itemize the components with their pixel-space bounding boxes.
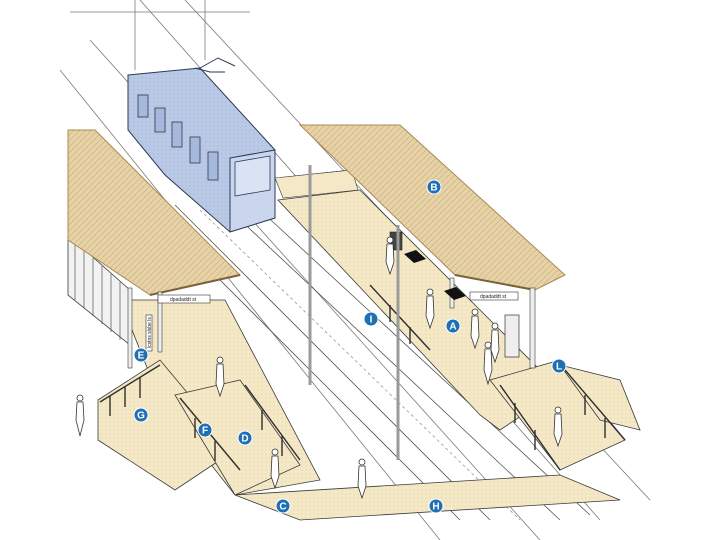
- callout-h: H: [428, 498, 444, 514]
- callout-a: A: [445, 318, 461, 334]
- callout-label: E: [138, 351, 145, 362]
- left-station-sign: [157, 294, 211, 304]
- callout-label: G: [137, 411, 145, 422]
- callout-g: G: [133, 407, 149, 423]
- bench: [274, 169, 359, 199]
- people: [75, 236, 563, 500]
- callout-marker: [133, 407, 149, 423]
- left-shelter: dpadaddt st: [67, 129, 241, 369]
- right-shelter: dpadaddt st: [298, 124, 566, 369]
- callout-e: E: [133, 347, 149, 363]
- direction-arrow-2: [444, 287, 466, 300]
- person-platform-d: [483, 341, 493, 386]
- right-station-sign-text: dpadaddt st: [480, 294, 507, 300]
- callout-l: L: [551, 358, 567, 374]
- callout-label: L: [556, 362, 562, 373]
- catenary-poles: [308, 165, 400, 460]
- person-walkway-2: [357, 458, 367, 500]
- callout-label: A: [449, 322, 456, 333]
- callout-label: H: [432, 502, 439, 513]
- ticket-machine: [504, 314, 520, 358]
- callout-marker: [275, 498, 291, 514]
- callout-label: B: [430, 183, 437, 194]
- callout-marker: [197, 422, 213, 438]
- callout-marker: [551, 358, 567, 374]
- right-station-sign: [469, 291, 519, 301]
- callout-label: D: [241, 434, 248, 445]
- callout-f: F: [197, 422, 213, 438]
- person-platform-a: [425, 288, 435, 330]
- person-platform-e: [490, 322, 500, 364]
- right-ramp-l: [559, 364, 641, 431]
- left-platform: [97, 299, 321, 496]
- callout-c: C: [275, 498, 291, 514]
- callout-marker: [426, 179, 442, 195]
- callout-marker: [133, 347, 149, 363]
- callout-label: C: [279, 502, 286, 513]
- callouts: A B C D E F G H I L: [133, 179, 567, 514]
- person-walkway-1: [270, 448, 280, 490]
- callout-marker: [363, 311, 379, 327]
- callout-label: F: [202, 426, 208, 437]
- person-platform-b: [385, 236, 395, 276]
- person-platform-c: [470, 308, 480, 350]
- left-station-sign-text: dpadaddt st: [170, 297, 197, 303]
- callout-label: I: [370, 315, 373, 326]
- callout-marker: [445, 318, 461, 334]
- right-roof: [298, 124, 566, 291]
- person-left-platform: [215, 356, 225, 398]
- callout-d: D: [237, 430, 253, 446]
- callout-marker: [428, 498, 444, 514]
- callout-b: B: [426, 179, 442, 195]
- right-railing: [369, 284, 626, 471]
- callout-marker: [237, 430, 253, 446]
- person-left-ramp: [75, 394, 85, 437]
- person-right-ramp: [553, 406, 563, 448]
- left-ramp-g: [97, 359, 236, 491]
- callout-i: I: [363, 311, 379, 327]
- direction-arrow-1: [404, 250, 426, 263]
- left-vertical-sign-text: lcstns slsbe ls: [147, 317, 153, 348]
- left-vertical-sign: [145, 314, 153, 352]
- tram: [127, 57, 276, 233]
- track-lines: [149, 204, 591, 521]
